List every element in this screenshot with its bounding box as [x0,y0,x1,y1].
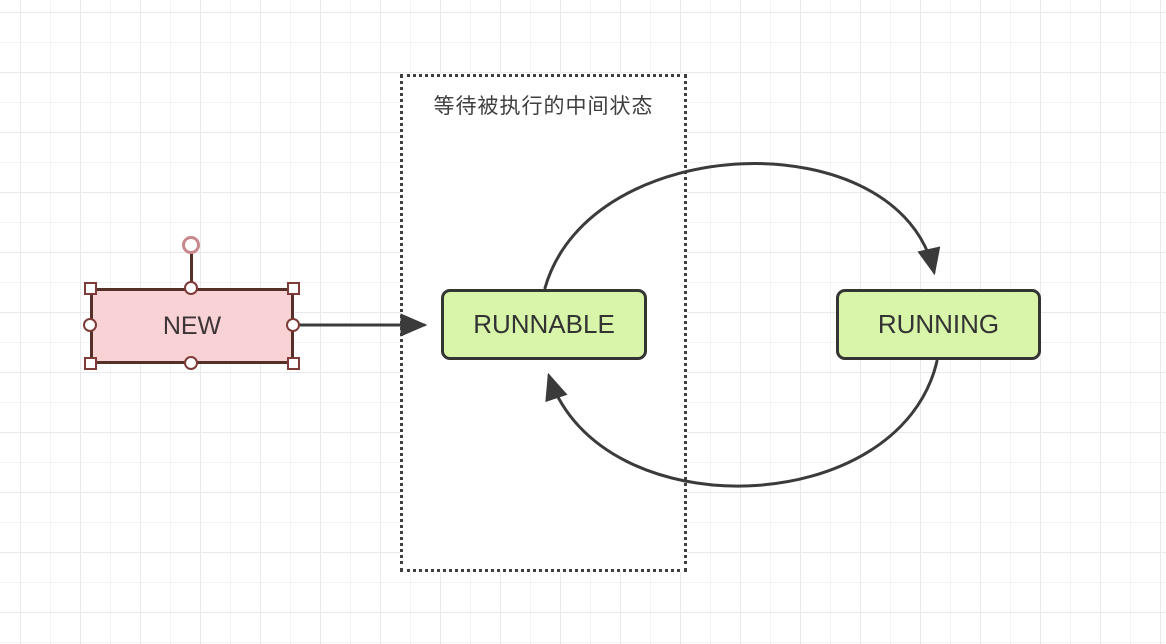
resize-handle-se[interactable] [287,357,300,370]
edge-running-to-runnable[interactable] [545,359,939,488]
node-running-label: RUNNING [877,309,1000,339]
node-running[interactable]: RUNNING [836,289,1041,360]
node-new[interactable]: NEW [90,288,294,364]
node-runnable[interactable]: RUNNABLE [441,289,647,360]
node-new-label: NEW [162,311,222,340]
rotation-handle-stem [190,250,193,288]
resize-handle-ne[interactable] [287,282,300,295]
resize-handle-nw[interactable] [84,282,97,295]
node-runnable-label: RUNNABLE [473,309,615,339]
connection-handle-bottom[interactable] [184,356,198,370]
connection-handle-top[interactable] [184,281,198,295]
edge-runnable-to-running[interactable] [543,162,941,290]
connection-handle-right[interactable] [286,318,300,332]
connection-handle-left[interactable] [83,318,97,332]
rotation-handle[interactable] [182,236,200,254]
resize-handle-sw[interactable] [84,357,97,370]
group-label: 等待被执行的中间状态 [433,95,654,118]
